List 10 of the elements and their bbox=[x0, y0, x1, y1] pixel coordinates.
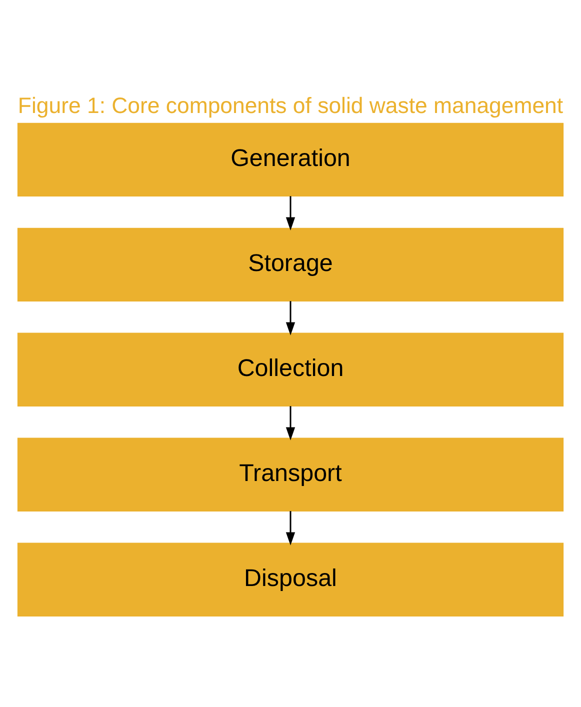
arrow bbox=[286, 301, 296, 336]
node-box: Transport bbox=[17, 438, 564, 512]
node-box: Disposal bbox=[17, 542, 564, 616]
node-box: Generation bbox=[17, 122, 564, 197]
arrow bbox=[286, 196, 296, 230]
node-box: Storage bbox=[17, 228, 564, 302]
diagram-title: Figure 1: Core components of solid waste management bbox=[18, 92, 564, 118]
arrow bbox=[286, 511, 296, 546]
arrow bbox=[286, 406, 296, 440]
node-box: Collection bbox=[17, 332, 564, 406]
